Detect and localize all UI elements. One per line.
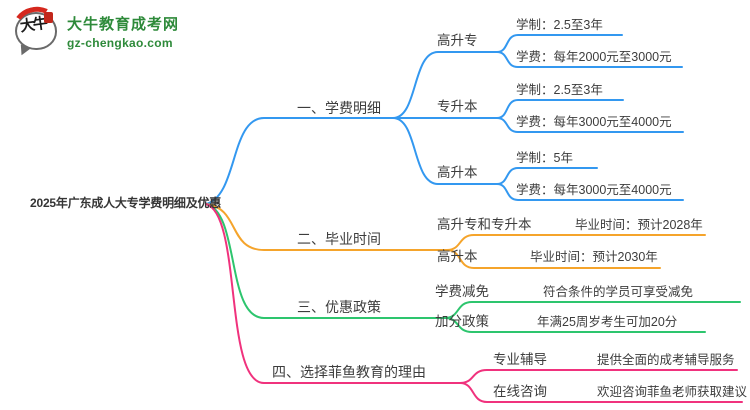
branch-reasons[interactable]: 四、选择菲鱼教育的理由 xyxy=(272,364,426,380)
discount-waiver-value[interactable]: 符合条件的学员可享受减免 xyxy=(543,285,694,299)
leaf-gsz-duration[interactable]: 学制：2.5至3年 xyxy=(516,18,603,32)
leaf-gsz-fee[interactable]: 学费：每年2000元至3000元 xyxy=(516,50,672,64)
site-url: gz-chengkao.com xyxy=(67,35,173,50)
tuition-gaoshengben[interactable]: 高升本 xyxy=(437,165,478,180)
branch-tuition-lines xyxy=(205,34,684,205)
logo-bubble-icon: 大牛 xyxy=(9,2,61,50)
tuition-zhuanshengben[interactable]: 专升本 xyxy=(437,99,478,114)
grad-gsb[interactable]: 高升本 xyxy=(437,249,478,264)
grad-gsz-zsb[interactable]: 高升专和专升本 xyxy=(437,217,532,232)
logo-seal-icon xyxy=(44,12,53,23)
reason-consult[interactable]: 在线咨询 xyxy=(493,384,547,399)
branch-graduation[interactable]: 二、毕业时间 xyxy=(297,231,381,247)
branch-discount-lines xyxy=(205,203,741,333)
branch-discount[interactable]: 三、优惠政策 xyxy=(297,299,381,315)
branch-graduation-lines xyxy=(205,203,706,269)
leaf-gsb-duration[interactable]: 学制：5年 xyxy=(516,151,573,165)
discount-bonus-points[interactable]: 加分政策 xyxy=(435,314,489,329)
discount-tuition-waiver[interactable]: 学费减免 xyxy=(435,284,489,299)
root-topic[interactable]: 2025年广东成人大专学费明细及优惠 xyxy=(30,196,222,210)
discount-bonus-value[interactable]: 年满25周岁考生可加20分 xyxy=(537,315,678,329)
grad-gsb-value[interactable]: 毕业时间：预计2030年 xyxy=(530,250,658,264)
site-logo[interactable]: 大牛 大牛教育成考网 gz-chengkao.com xyxy=(9,2,179,50)
reason-tutoring-value[interactable]: 提供全面的成考辅导服务 xyxy=(597,353,735,367)
leaf-gsb-fee[interactable]: 学费：每年3000元至4000元 xyxy=(516,183,672,197)
branch-tuition[interactable]: 一、学费明细 xyxy=(297,100,381,116)
leaf-zsb-duration[interactable]: 学制：2.5至3年 xyxy=(516,83,603,97)
reason-tutoring[interactable]: 专业辅导 xyxy=(493,352,547,367)
leaf-zsb-fee[interactable]: 学费：每年3000元至4000元 xyxy=(516,115,672,129)
reason-consult-value[interactable]: 欢迎咨询菲鱼老师获取建议 xyxy=(597,385,748,399)
tuition-gaoshengzhuan[interactable]: 高升专 xyxy=(437,33,478,48)
grad-gsz-zsb-value[interactable]: 毕业时间：预计2028年 xyxy=(575,218,703,232)
branch-reasons-lines xyxy=(205,203,743,403)
site-name: 大牛教育成考网 xyxy=(67,15,180,33)
brand-text: 大牛教育成考网 gz-chengkao.com xyxy=(67,13,179,50)
